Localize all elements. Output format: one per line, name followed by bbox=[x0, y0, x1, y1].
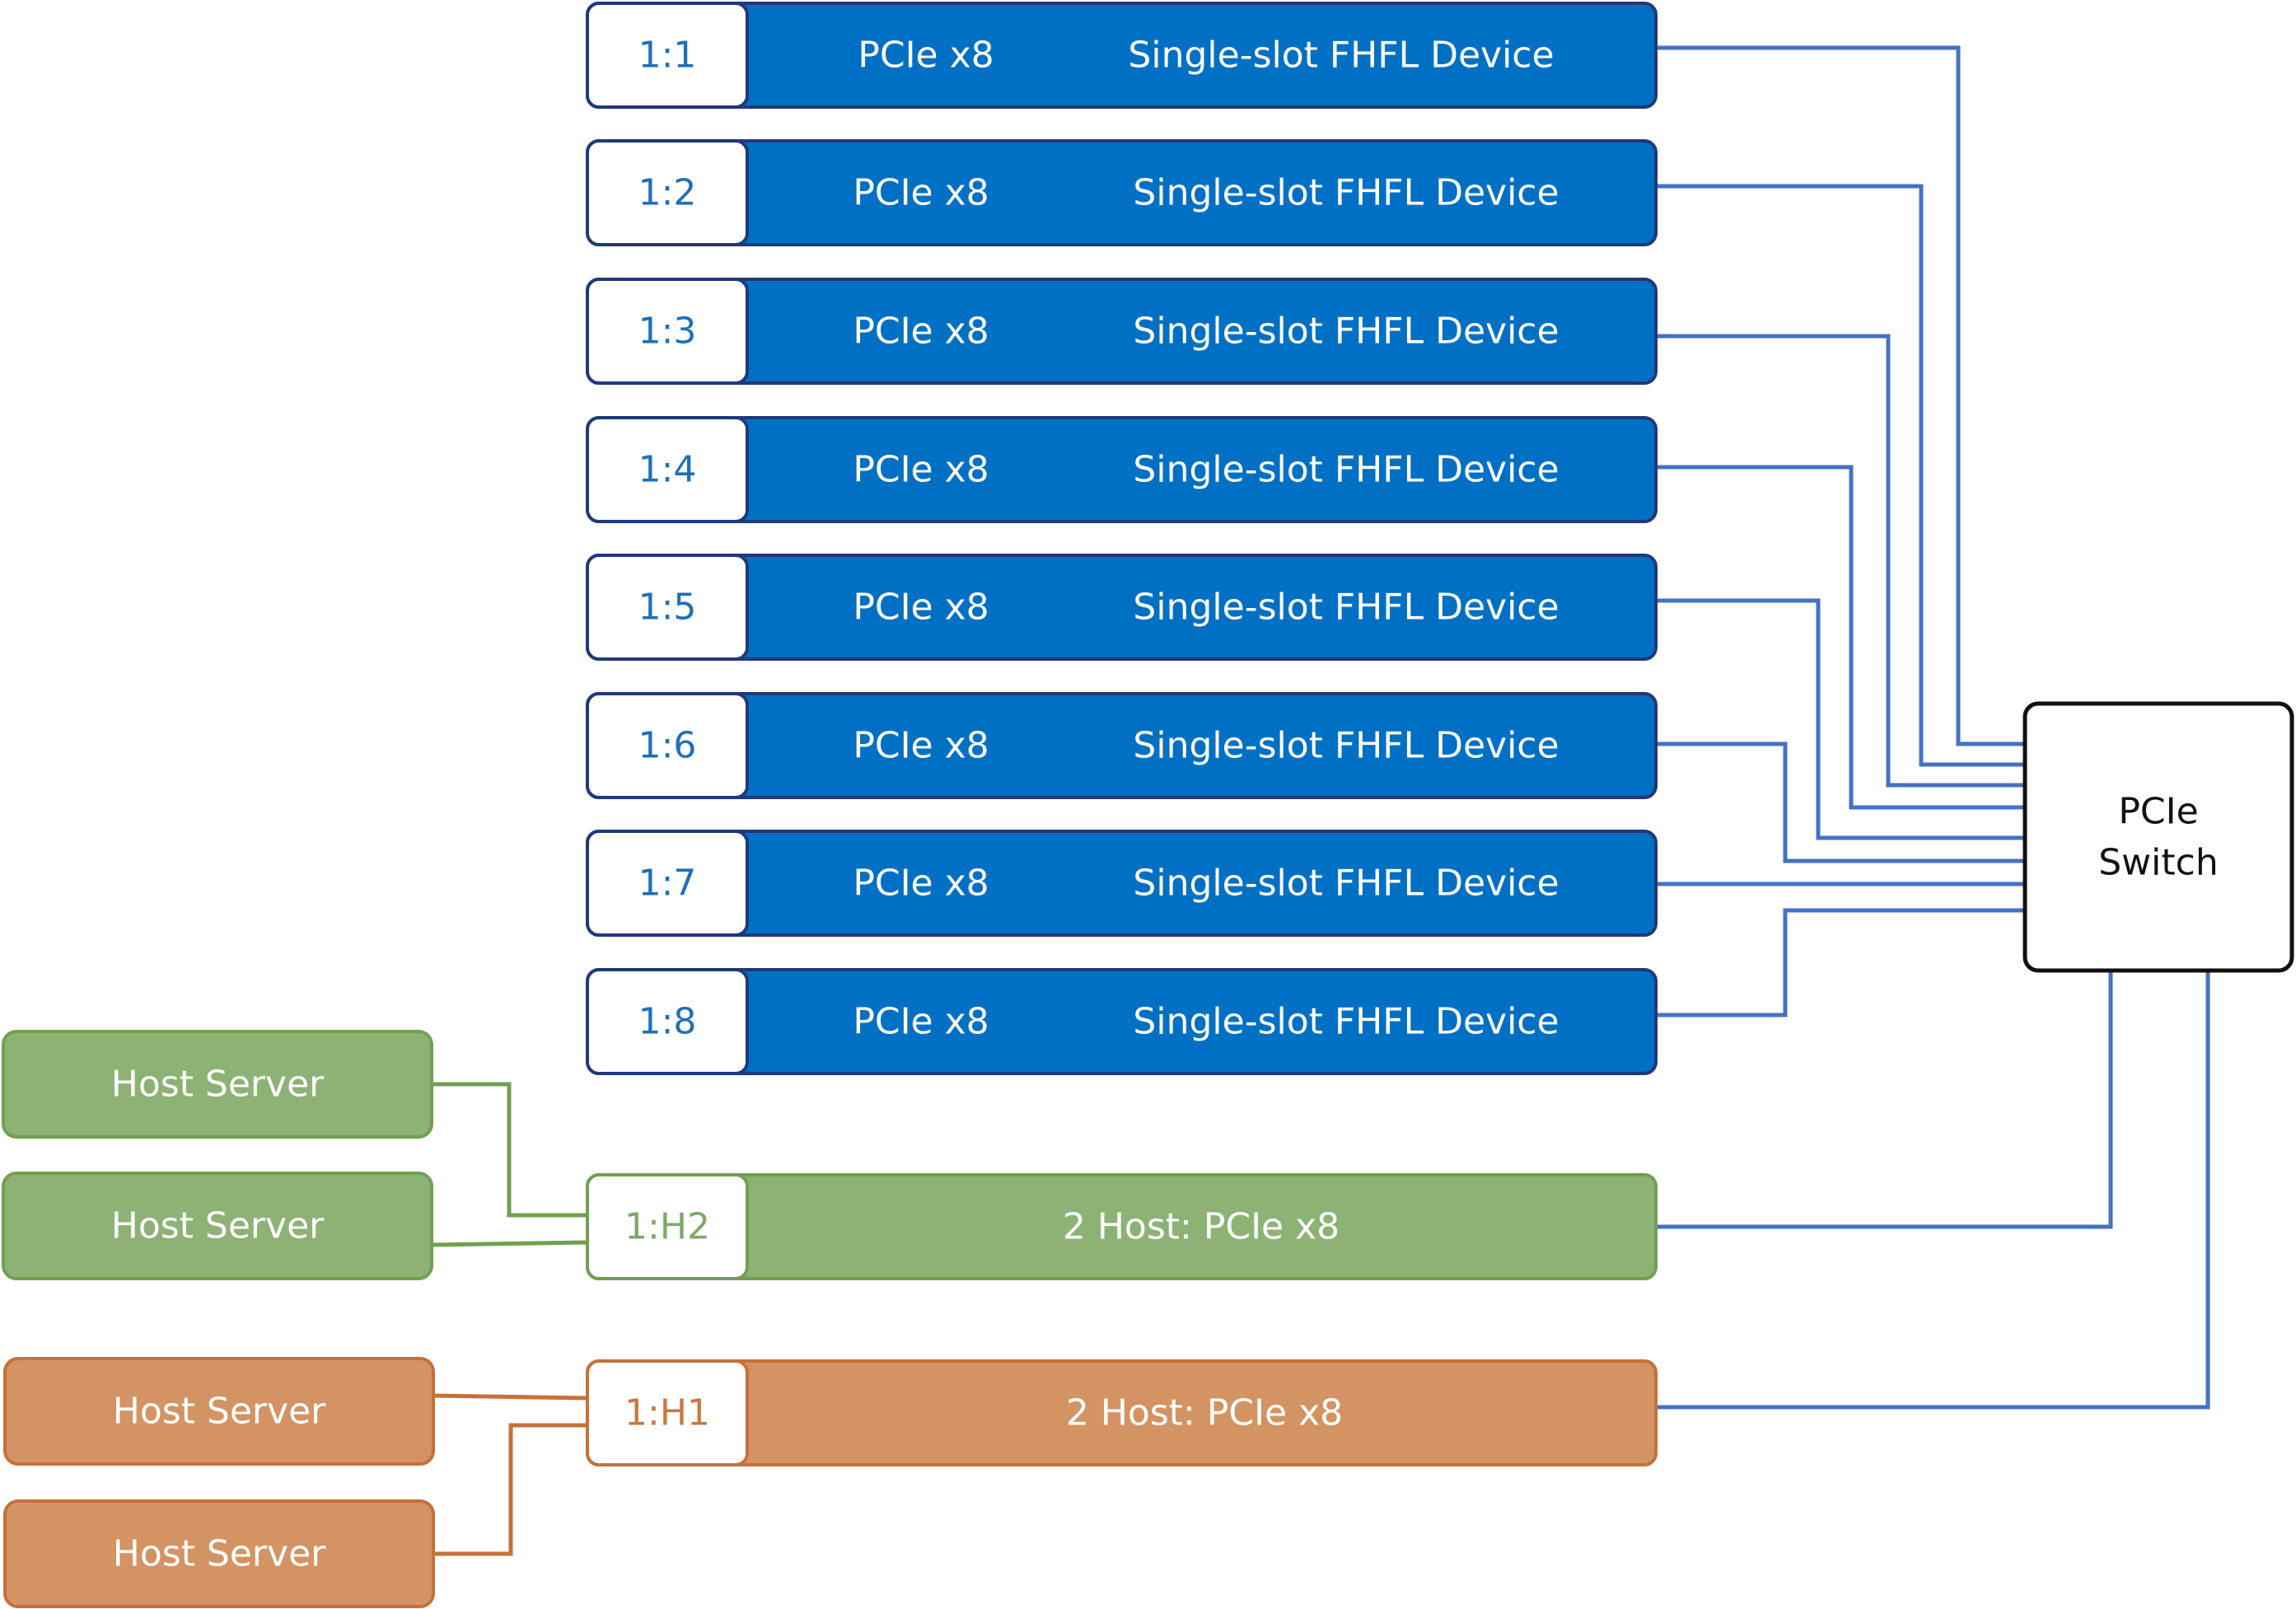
slot-id: 1:1 bbox=[638, 35, 697, 77]
slot-id-box bbox=[586, 278, 749, 385]
host-server-label: Host Server bbox=[113, 1533, 326, 1575]
slot-id: 1:7 bbox=[638, 863, 697, 905]
server-to-host-slot-wire bbox=[432, 1082, 587, 1218]
device-slot: 1:7 PCIe x8 Single-slot FHFL Device bbox=[586, 830, 1658, 937]
pcie-switch: PCIe Switch bbox=[2022, 701, 2294, 973]
slot-interface: PCIe x8 bbox=[853, 1001, 989, 1043]
slot-device: Single-slot FHFL Device bbox=[1133, 1001, 1559, 1043]
slot-device: Single-slot FHFL Device bbox=[1133, 587, 1559, 629]
host-slot-label: 2 Host: PCIe x8 bbox=[1063, 1206, 1340, 1248]
device-slot: 1:8 PCIe x8 Single-slot FHFL Device bbox=[586, 968, 1658, 1075]
slot-to-switch-wire bbox=[1658, 908, 2025, 1017]
slot-interface: PCIe x8 bbox=[853, 449, 989, 491]
slot-device: Single-slot FHFL Device bbox=[1133, 449, 1559, 491]
slot-id: 1:3 bbox=[638, 311, 697, 353]
slot-id-box bbox=[586, 830, 749, 937]
slot-id-box bbox=[586, 416, 749, 523]
host-server-label: Host Server bbox=[113, 1391, 326, 1433]
host-slot-label: 2 Host: PCIe x8 bbox=[1066, 1392, 1343, 1434]
pcie-switch-box bbox=[2022, 701, 2294, 973]
server-to-host-slot-wire bbox=[433, 1393, 588, 1401]
slot-interface: PCIe x8 bbox=[858, 35, 994, 77]
connection-wires bbox=[431, 45, 2210, 1556]
slot-to-switch-wire bbox=[1658, 741, 2025, 863]
device-slot: 1:4 PCIe x8 Single-slot FHFL Device bbox=[586, 416, 1658, 523]
slot-id-box bbox=[586, 692, 749, 799]
slot-id: 1:8 bbox=[638, 1001, 697, 1043]
slot-device: Single-slot FHFL Device bbox=[1133, 863, 1559, 905]
host-server: Host Server bbox=[2, 1030, 433, 1139]
slot-device: Single-slot FHFL Device bbox=[1133, 311, 1559, 353]
slot-id-box bbox=[586, 2, 749, 109]
host-server: Host Server bbox=[3, 1357, 435, 1466]
device-slot: 1:6 PCIe x8 Single-slot FHFL Device bbox=[586, 692, 1658, 799]
slot-to-switch-wire bbox=[1658, 598, 2025, 840]
server-to-host-slot-wire bbox=[433, 1423, 587, 1556]
slot-to-switch-wire bbox=[1658, 334, 2025, 788]
pcie-switch-label-line1: PCIe bbox=[2118, 791, 2198, 833]
host-server-label: Host Server bbox=[111, 1064, 325, 1106]
slot-id: 1:5 bbox=[638, 587, 697, 629]
slot-to-switch-wire bbox=[1658, 465, 2025, 810]
slot-interface: PCIe x8 bbox=[853, 587, 989, 629]
host-server-box bbox=[3, 1357, 435, 1466]
slot-interface: PCIe x8 bbox=[853, 863, 989, 905]
host-slot: 1:H1 2 Host: PCIe x8 bbox=[586, 1359, 1658, 1466]
slot-interface: PCIe x8 bbox=[853, 311, 989, 353]
host-server-box bbox=[2, 1030, 433, 1139]
host-slot: 1:H2 2 Host: PCIe x8 bbox=[586, 1173, 1658, 1280]
slot-id: 1:2 bbox=[638, 172, 697, 214]
device-slot: 1:5 PCIe x8 Single-slot FHFL Device bbox=[586, 554, 1658, 661]
host-server-box bbox=[2, 1172, 433, 1280]
slot-id-box bbox=[586, 968, 749, 1075]
slot-id: 1:4 bbox=[638, 449, 697, 491]
host-server-box bbox=[3, 1499, 435, 1608]
device-slot: 1:1 PCIe x8 Single-slot FHFL Device bbox=[586, 2, 1658, 109]
host-slot-id-box bbox=[586, 1173, 749, 1280]
pcie-switch-label-line2: Switch bbox=[2098, 842, 2218, 884]
host-slot-id: 1:H1 bbox=[624, 1392, 710, 1434]
slot-interface: PCIe x8 bbox=[853, 172, 989, 214]
host-slot-to-switch-wire bbox=[1658, 971, 2210, 1410]
slot-id: 1:6 bbox=[638, 725, 697, 767]
slot-to-switch-wire bbox=[1658, 184, 2025, 767]
server-to-host-slot-wire bbox=[431, 1240, 588, 1247]
slot-interface: PCIe x8 bbox=[853, 725, 989, 767]
slot-device: Single-slot FHFL Device bbox=[1133, 172, 1559, 214]
host-server: Host Server bbox=[2, 1172, 433, 1280]
device-slot: 1:3 PCIe x8 Single-slot FHFL Device bbox=[586, 278, 1658, 385]
host-slot-to-switch-wire bbox=[1658, 971, 2113, 1229]
host-server-label: Host Server bbox=[111, 1205, 325, 1247]
host-slot-id-box bbox=[586, 1359, 749, 1466]
host-slot-id: 1:H2 bbox=[624, 1206, 710, 1248]
slot-id-box bbox=[586, 554, 749, 661]
host-slots: 1:H2 2 Host: PCIe x8 1:H1 2 Host: PCIe x8 bbox=[586, 1173, 1658, 1466]
slot-to-switch-wire bbox=[1658, 45, 2025, 746]
slot-id-box bbox=[586, 139, 749, 246]
slot-device: Single-slot FHFL Device bbox=[1133, 725, 1559, 767]
slot-device: Single-slot FHFL Device bbox=[1128, 35, 1554, 77]
host-server: Host Server bbox=[3, 1499, 435, 1608]
device-slot: 1:2 PCIe x8 Single-slot FHFL Device bbox=[586, 139, 1658, 246]
